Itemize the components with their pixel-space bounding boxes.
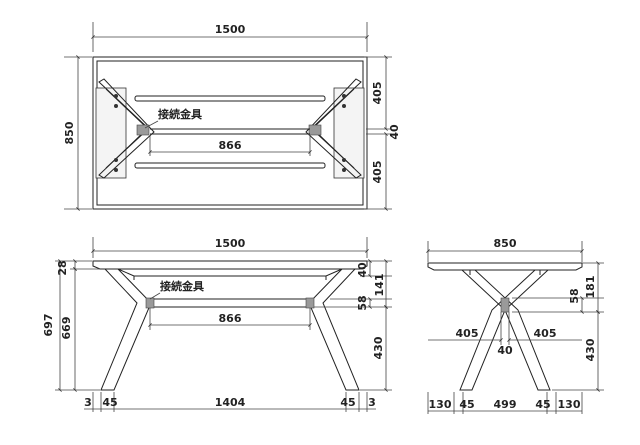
front-bottom-3-right: 3 (368, 396, 376, 409)
side-view: 850 405 40 405 181 58 430 (426, 237, 604, 414)
front-bottom-45-right: 45 (340, 396, 355, 409)
front-141-label: 141 (373, 274, 386, 297)
front-bottom-3-left: 3 (84, 396, 92, 409)
front-view: 1500 接続金具 866 28 697 669 (42, 237, 392, 412)
top-cross-upper-label: 405 (371, 82, 384, 105)
side-58-label: 58 (568, 288, 581, 303)
top-view: 1500 850 接続金具 (63, 22, 401, 211)
front-right-block (305, 297, 315, 309)
front-height-leg-label: 669 (60, 317, 73, 340)
side-tabletop (427, 262, 583, 271)
front-bottom-45-left: 45 (102, 396, 117, 409)
top-outline (92, 56, 368, 210)
front-430-label: 430 (372, 336, 385, 359)
side-bottom-45-left: 45 (459, 398, 474, 411)
right-connector-block (308, 124, 322, 136)
side-bottom-130-right: 130 (558, 398, 581, 411)
side-181-label: 181 (584, 276, 597, 299)
front-tabletop (92, 260, 368, 270)
top-depth-label: 850 (63, 121, 76, 144)
front-left-block (145, 297, 155, 309)
top-cross-lower-label: 405 (371, 161, 384, 184)
left-connector-plate (95, 87, 127, 179)
side-bottom-130-left: 130 (429, 398, 452, 411)
front-center-beam (147, 298, 313, 308)
side-bottom-499: 499 (494, 398, 517, 411)
side-center-block (500, 297, 510, 313)
top-span-label: 866 (219, 139, 242, 152)
front-connector-label: 接続金具 (160, 279, 204, 293)
side-430-label: 430 (584, 338, 597, 361)
lower-rail (134, 162, 326, 169)
front-width-label: 1500 (215, 237, 246, 250)
top-cross-gap-label: 40 (388, 124, 401, 140)
left-connector-block (136, 124, 150, 136)
front-span-label: 866 (219, 312, 242, 325)
side-405-left: 405 (456, 327, 479, 340)
upper-rail (134, 95, 326, 102)
front-right-leg (308, 268, 360, 391)
front-top-thk-label: 28 (56, 260, 69, 275)
front-apron (117, 268, 343, 277)
front-apron-label: 40 (356, 262, 369, 278)
top-width-label: 1500 (215, 23, 246, 36)
right-connector-plate (333, 87, 365, 179)
side-bottom-45-right: 45 (535, 398, 550, 411)
side-405-right: 405 (534, 327, 557, 340)
top-connector-label: 接続金具 (158, 107, 202, 121)
front-height-total-label: 697 (42, 314, 55, 337)
side-width-label: 850 (494, 237, 517, 250)
front-bottom-1404: 1404 (215, 396, 246, 409)
front-58-label: 58 (356, 295, 369, 310)
front-left-leg (100, 268, 152, 391)
side-40-label: 40 (497, 344, 513, 357)
